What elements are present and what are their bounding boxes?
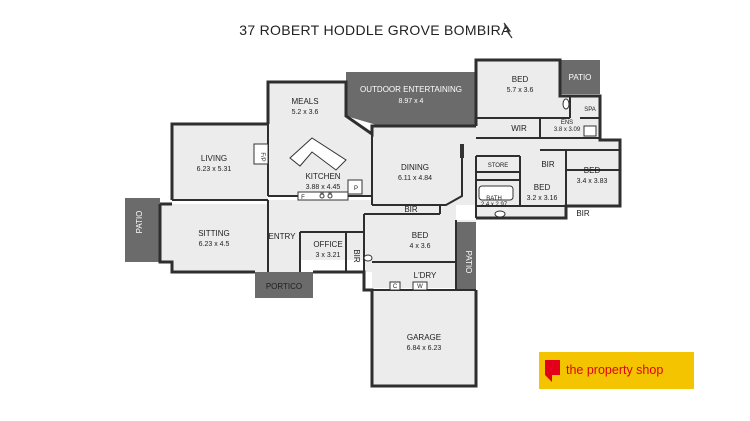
outdoor-size: 8.97 x 4 xyxy=(399,98,424,105)
brand-name: the property shop xyxy=(566,363,664,377)
map-pin-icon xyxy=(545,360,560,382)
garage-size: 6.84 x 6.23 xyxy=(407,345,442,352)
bed3-size: 3.2 x 3.16 xyxy=(527,195,558,202)
ens-size: 3.8 x 3.09 xyxy=(554,127,581,133)
entry-name: ENTRY xyxy=(269,232,297,241)
bed2-name: BED xyxy=(584,166,601,175)
washer-label: W xyxy=(417,284,423,290)
fixtures xyxy=(253,98,597,291)
bir1-name: BIR xyxy=(541,160,555,169)
pantry-label: P xyxy=(354,186,358,192)
interior-walls xyxy=(172,96,620,291)
spa-name: SPA xyxy=(584,107,596,113)
bath-name: BATH xyxy=(486,196,502,202)
brand-logo: the property shop xyxy=(539,352,694,389)
garage-name: GARAGE xyxy=(407,333,441,342)
ens-name: ENS xyxy=(561,120,573,126)
bir4-name: BIR xyxy=(404,205,418,214)
kitchen-name: KITCHEN xyxy=(305,172,340,181)
north-arrow-icon xyxy=(503,22,513,39)
fridge-label: F xyxy=(301,195,305,201)
meals-size: 5.2 x 3.6 xyxy=(292,109,319,116)
cupboard-label: C xyxy=(393,284,398,290)
office-name: OFFICE xyxy=(313,240,342,249)
patio-ne-name: PATIO xyxy=(569,73,592,82)
sitting-name: SITTING xyxy=(198,229,230,238)
fp-name: F/P xyxy=(259,152,265,161)
dining-name: DINING xyxy=(401,163,429,172)
kitchen-size: 3.88 x 4.45 xyxy=(306,184,341,191)
store-name: STORE xyxy=(488,163,509,169)
bir2-name: BIR xyxy=(576,209,590,218)
bed2-size: 3.4 x 3.83 xyxy=(577,178,608,185)
wir1-name: WIR xyxy=(511,124,527,133)
outdoor-name: OUTDOOR ENTERTAINING xyxy=(360,85,462,94)
meals-name: MEALS xyxy=(291,97,318,106)
patio-s-name: PATIO xyxy=(464,251,473,274)
office-size: 3 x 3.21 xyxy=(316,252,341,259)
ldry-name: L'DRY xyxy=(414,271,437,280)
patio-w-name: PATIO xyxy=(135,211,144,234)
portico-name: PORTICO xyxy=(266,282,302,291)
bed4-name: BED xyxy=(412,231,429,240)
plan-title: 37 ROBERT HODDLE GROVE BOMBIRA xyxy=(239,22,511,38)
bir3-name: BIR xyxy=(352,249,361,263)
living-size: 6.23 x 5.31 xyxy=(197,166,232,173)
bed4-size: 4 x 3.6 xyxy=(409,243,430,250)
dining-size: 6.11 x 4.84 xyxy=(398,175,432,182)
sitting-size: 6.23 x 4.5 xyxy=(199,241,230,248)
bed3-name: BED xyxy=(534,183,551,192)
bed1-size: 5.7 x 3.6 xyxy=(507,87,534,94)
room-labels: OUTDOOR ENTERTAINING 8.97 x 4 MEALS 5.2 … xyxy=(135,73,607,352)
external-areas xyxy=(125,60,600,298)
bath-size: 2.4 x 2.97 xyxy=(481,202,508,208)
living-name: LIVING xyxy=(201,154,227,163)
bed1-name: BED xyxy=(512,75,529,84)
